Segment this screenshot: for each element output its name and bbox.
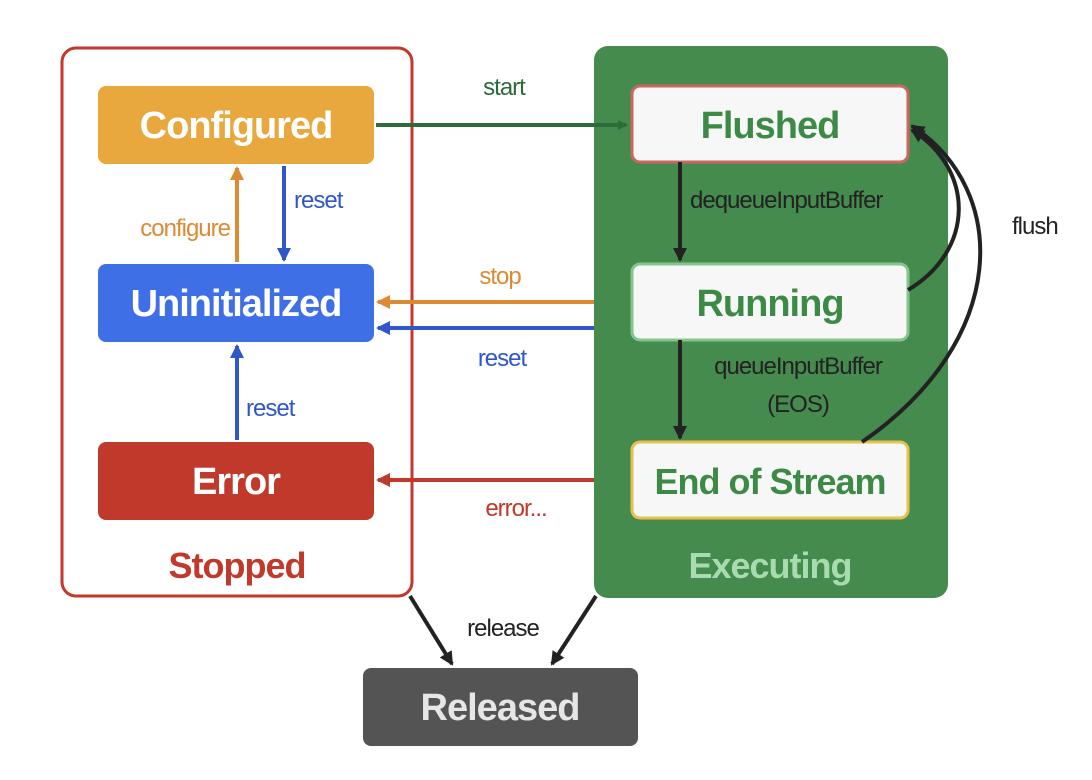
released-state (363, 668, 638, 746)
release-stopped-arrow (408, 594, 454, 666)
error-state (98, 442, 374, 520)
flush-eos-arrow (860, 124, 983, 444)
configure-label: configure (140, 215, 230, 242)
release-executing-arrow (550, 594, 598, 666)
executing-group-label: Executing (688, 545, 851, 586)
flush-label: flush (1012, 213, 1058, 240)
queue-label-line1: queueInputBuffer (714, 353, 883, 380)
flushed-state (630, 84, 910, 164)
release-label: release (467, 615, 539, 642)
reset-executing-label: reset (478, 345, 528, 372)
queue-label-line2: (EOS) (767, 391, 829, 418)
start-label: start (483, 74, 526, 101)
end-of-stream-state (630, 440, 910, 520)
flush-running-arrow (906, 128, 961, 292)
released-state-label: Released (421, 687, 580, 729)
flushed-state-label: Flushed (701, 105, 840, 147)
configured-state (98, 86, 374, 164)
stop-label: stop (479, 263, 521, 290)
error-label: error... (485, 495, 546, 522)
stopped-group-label: Stopped (169, 545, 306, 586)
error-state-label: Error (192, 461, 281, 503)
uninitialized-state (98, 264, 374, 342)
reset-configured-label: reset (294, 187, 344, 214)
running-state-label: Running (696, 283, 843, 325)
uninitialized-state-label: Uninitialized (131, 283, 342, 325)
dequeue-label: dequeueInputBuffer (690, 187, 883, 214)
reset-error-label: reset (246, 395, 296, 422)
end-of-stream-state-label: End of Stream (654, 461, 885, 502)
configured-state-label: Configured (140, 105, 333, 147)
running-state (630, 262, 910, 342)
